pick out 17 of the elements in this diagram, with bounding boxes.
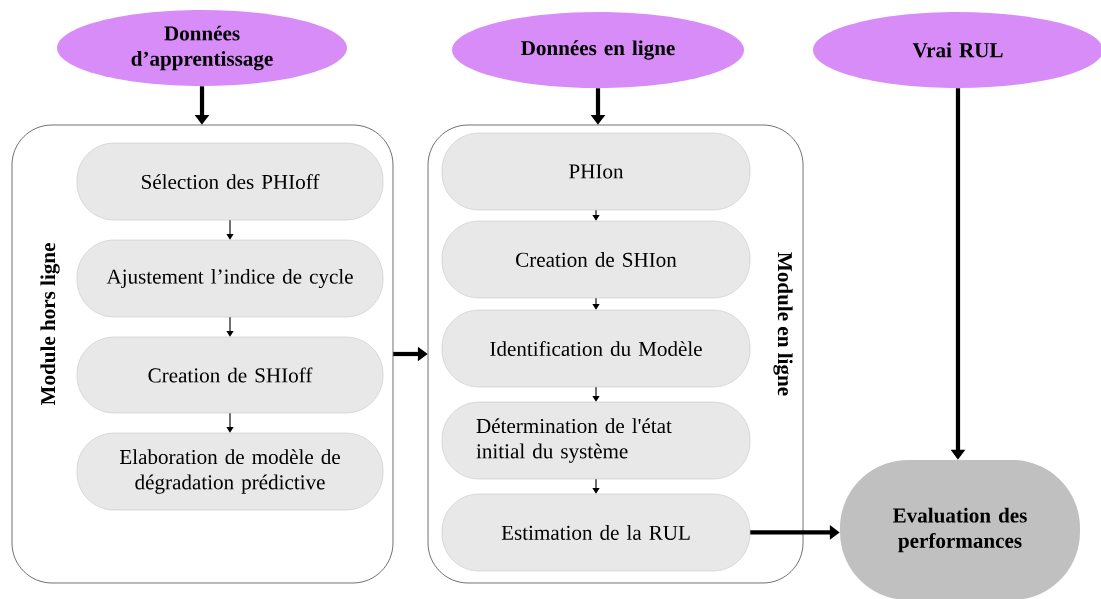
process-box: Estimation de la RUL	[441, 493, 751, 572]
arrow	[592, 209, 600, 221]
result-box: Evaluation des performances	[840, 460, 1080, 599]
process-box: Sélection des PHIoff	[76, 142, 384, 221]
process-box: Identification du Modèle	[441, 309, 751, 388]
arrow	[226, 412, 234, 433]
process-box: Creation de SHIoff	[76, 336, 384, 414]
arrow	[226, 316, 234, 337]
arrow	[592, 297, 600, 310]
process-box: Détermination de l'état initial du système	[441, 401, 751, 480]
arrow	[592, 386, 600, 402]
arrow	[226, 219, 234, 240]
process-box: PHIon	[441, 132, 751, 211]
process-box: Elaboration de modèle de dégradation prédictive	[76, 432, 384, 511]
arrow	[592, 478, 600, 494]
process-box: Creation de SHIon	[441, 220, 751, 299]
process-box: Ajustement l’indice de cycle	[76, 239, 384, 318]
